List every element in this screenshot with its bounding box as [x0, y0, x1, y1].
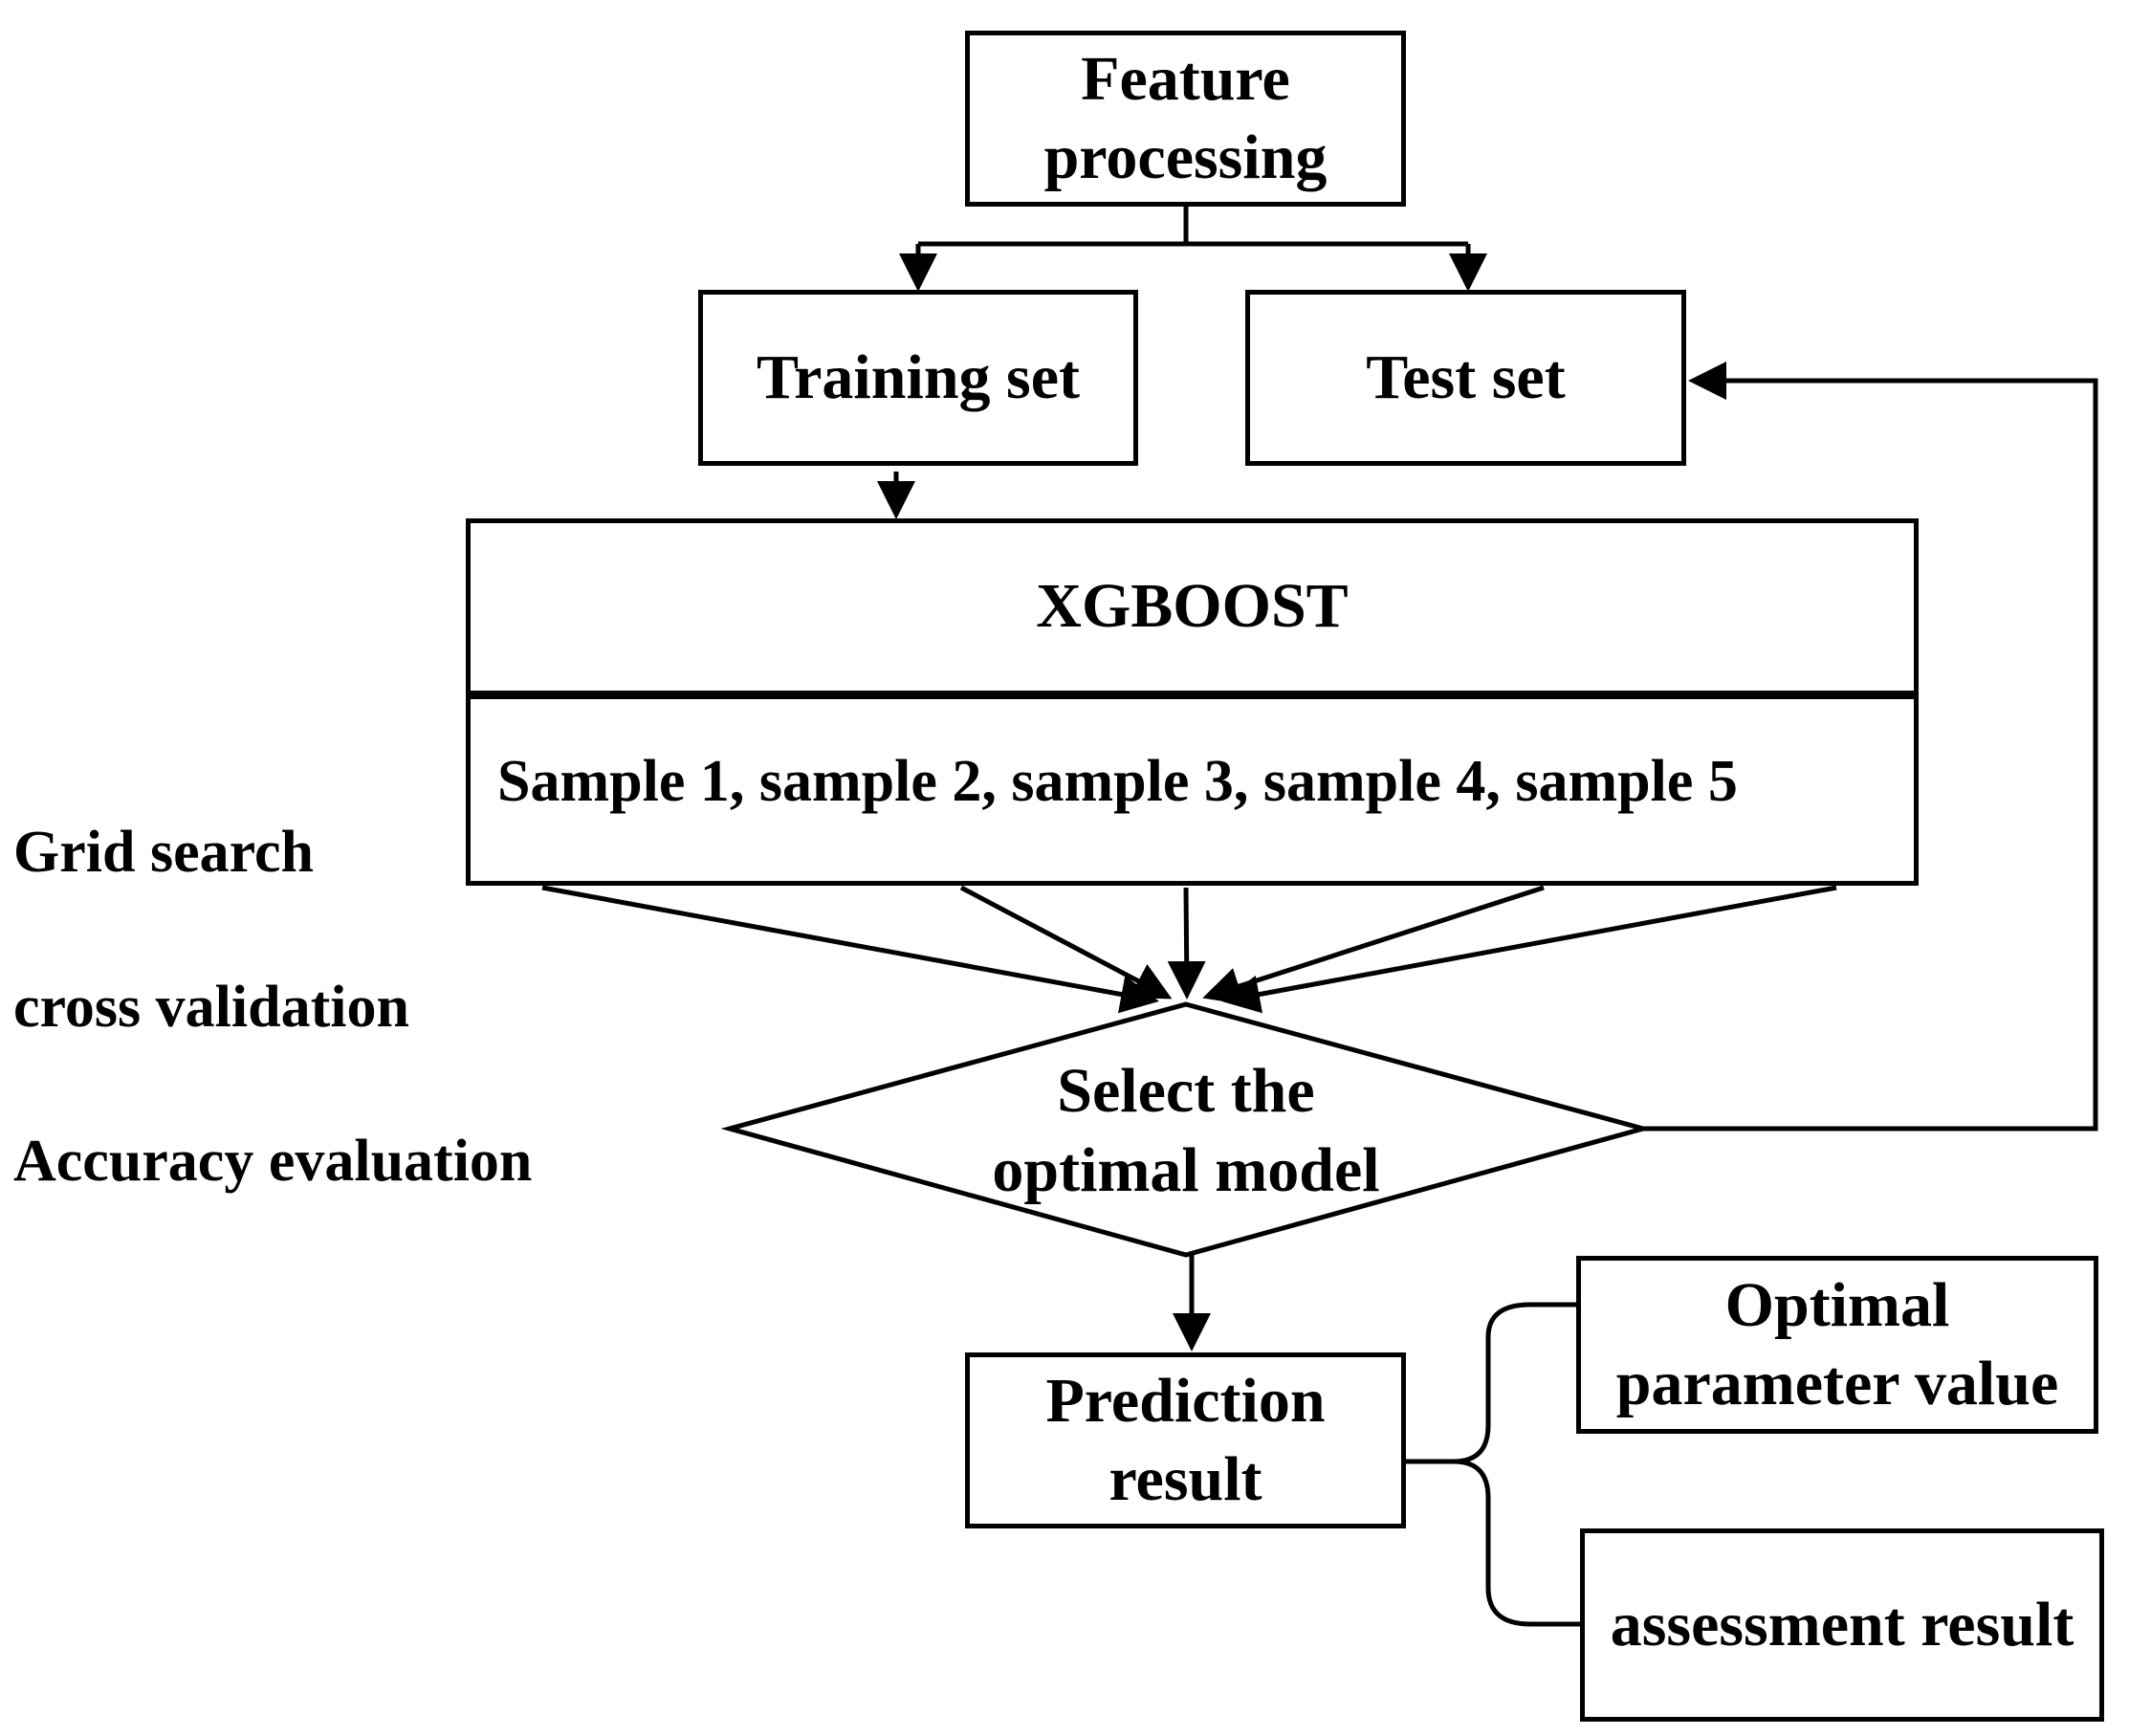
feedback-loop-to-test-set — [1643, 362, 2098, 1132]
feature-processing-label: Feature processing — [1043, 43, 1328, 193]
grid-search-label: Grid search — [13, 820, 314, 885]
arrow-sample-4 — [1202, 885, 1545, 1005]
arrow-sample-3 — [1167, 887, 1206, 1000]
cross-validation-label: cross validation — [13, 975, 409, 1040]
assessment-result-label: assessment result — [1610, 1589, 2074, 1659]
xgboost-title: XGBOOST — [1036, 571, 1349, 642]
training-set-label: Training set — [757, 341, 1080, 412]
accuracy-evaluation-label: Accuracy evaluation — [13, 1129, 533, 1194]
test-set-box: Test set — [1245, 290, 1686, 466]
decision-diamond — [720, 1001, 1653, 1258]
arrow-sample-5 — [1221, 885, 1837, 1014]
prediction-result-label: Prediction result — [1045, 1365, 1326, 1515]
optimal-parameter-label: Optimal parameter value — [1615, 1269, 2059, 1419]
assessment-result-box: assessment result — [1580, 1528, 2104, 1722]
optimal-parameter-box: Optimal parameter value — [1576, 1256, 2098, 1434]
samples-label: Sample 1, sample 2, sample 3, sample 4, … — [497, 749, 1738, 815]
prediction-result-box: Prediction result — [965, 1352, 1406, 1528]
arrow-sample-1 — [541, 885, 1159, 1014]
bracket-to-outcomes — [1406, 1302, 1582, 1627]
training-set-box: Training set — [698, 290, 1138, 466]
arrow-sample-2 — [959, 885, 1173, 1000]
xgboost-header-box: XGBOOST — [466, 518, 1919, 698]
feature-processing-box: Feature processing — [965, 31, 1406, 207]
samples-box: Sample 1, sample 2, sample 3, sample 4, … — [466, 694, 1919, 886]
test-set-label: Test set — [1366, 341, 1566, 412]
select-optimal-model-label: Select the optimal model — [992, 1056, 1380, 1205]
